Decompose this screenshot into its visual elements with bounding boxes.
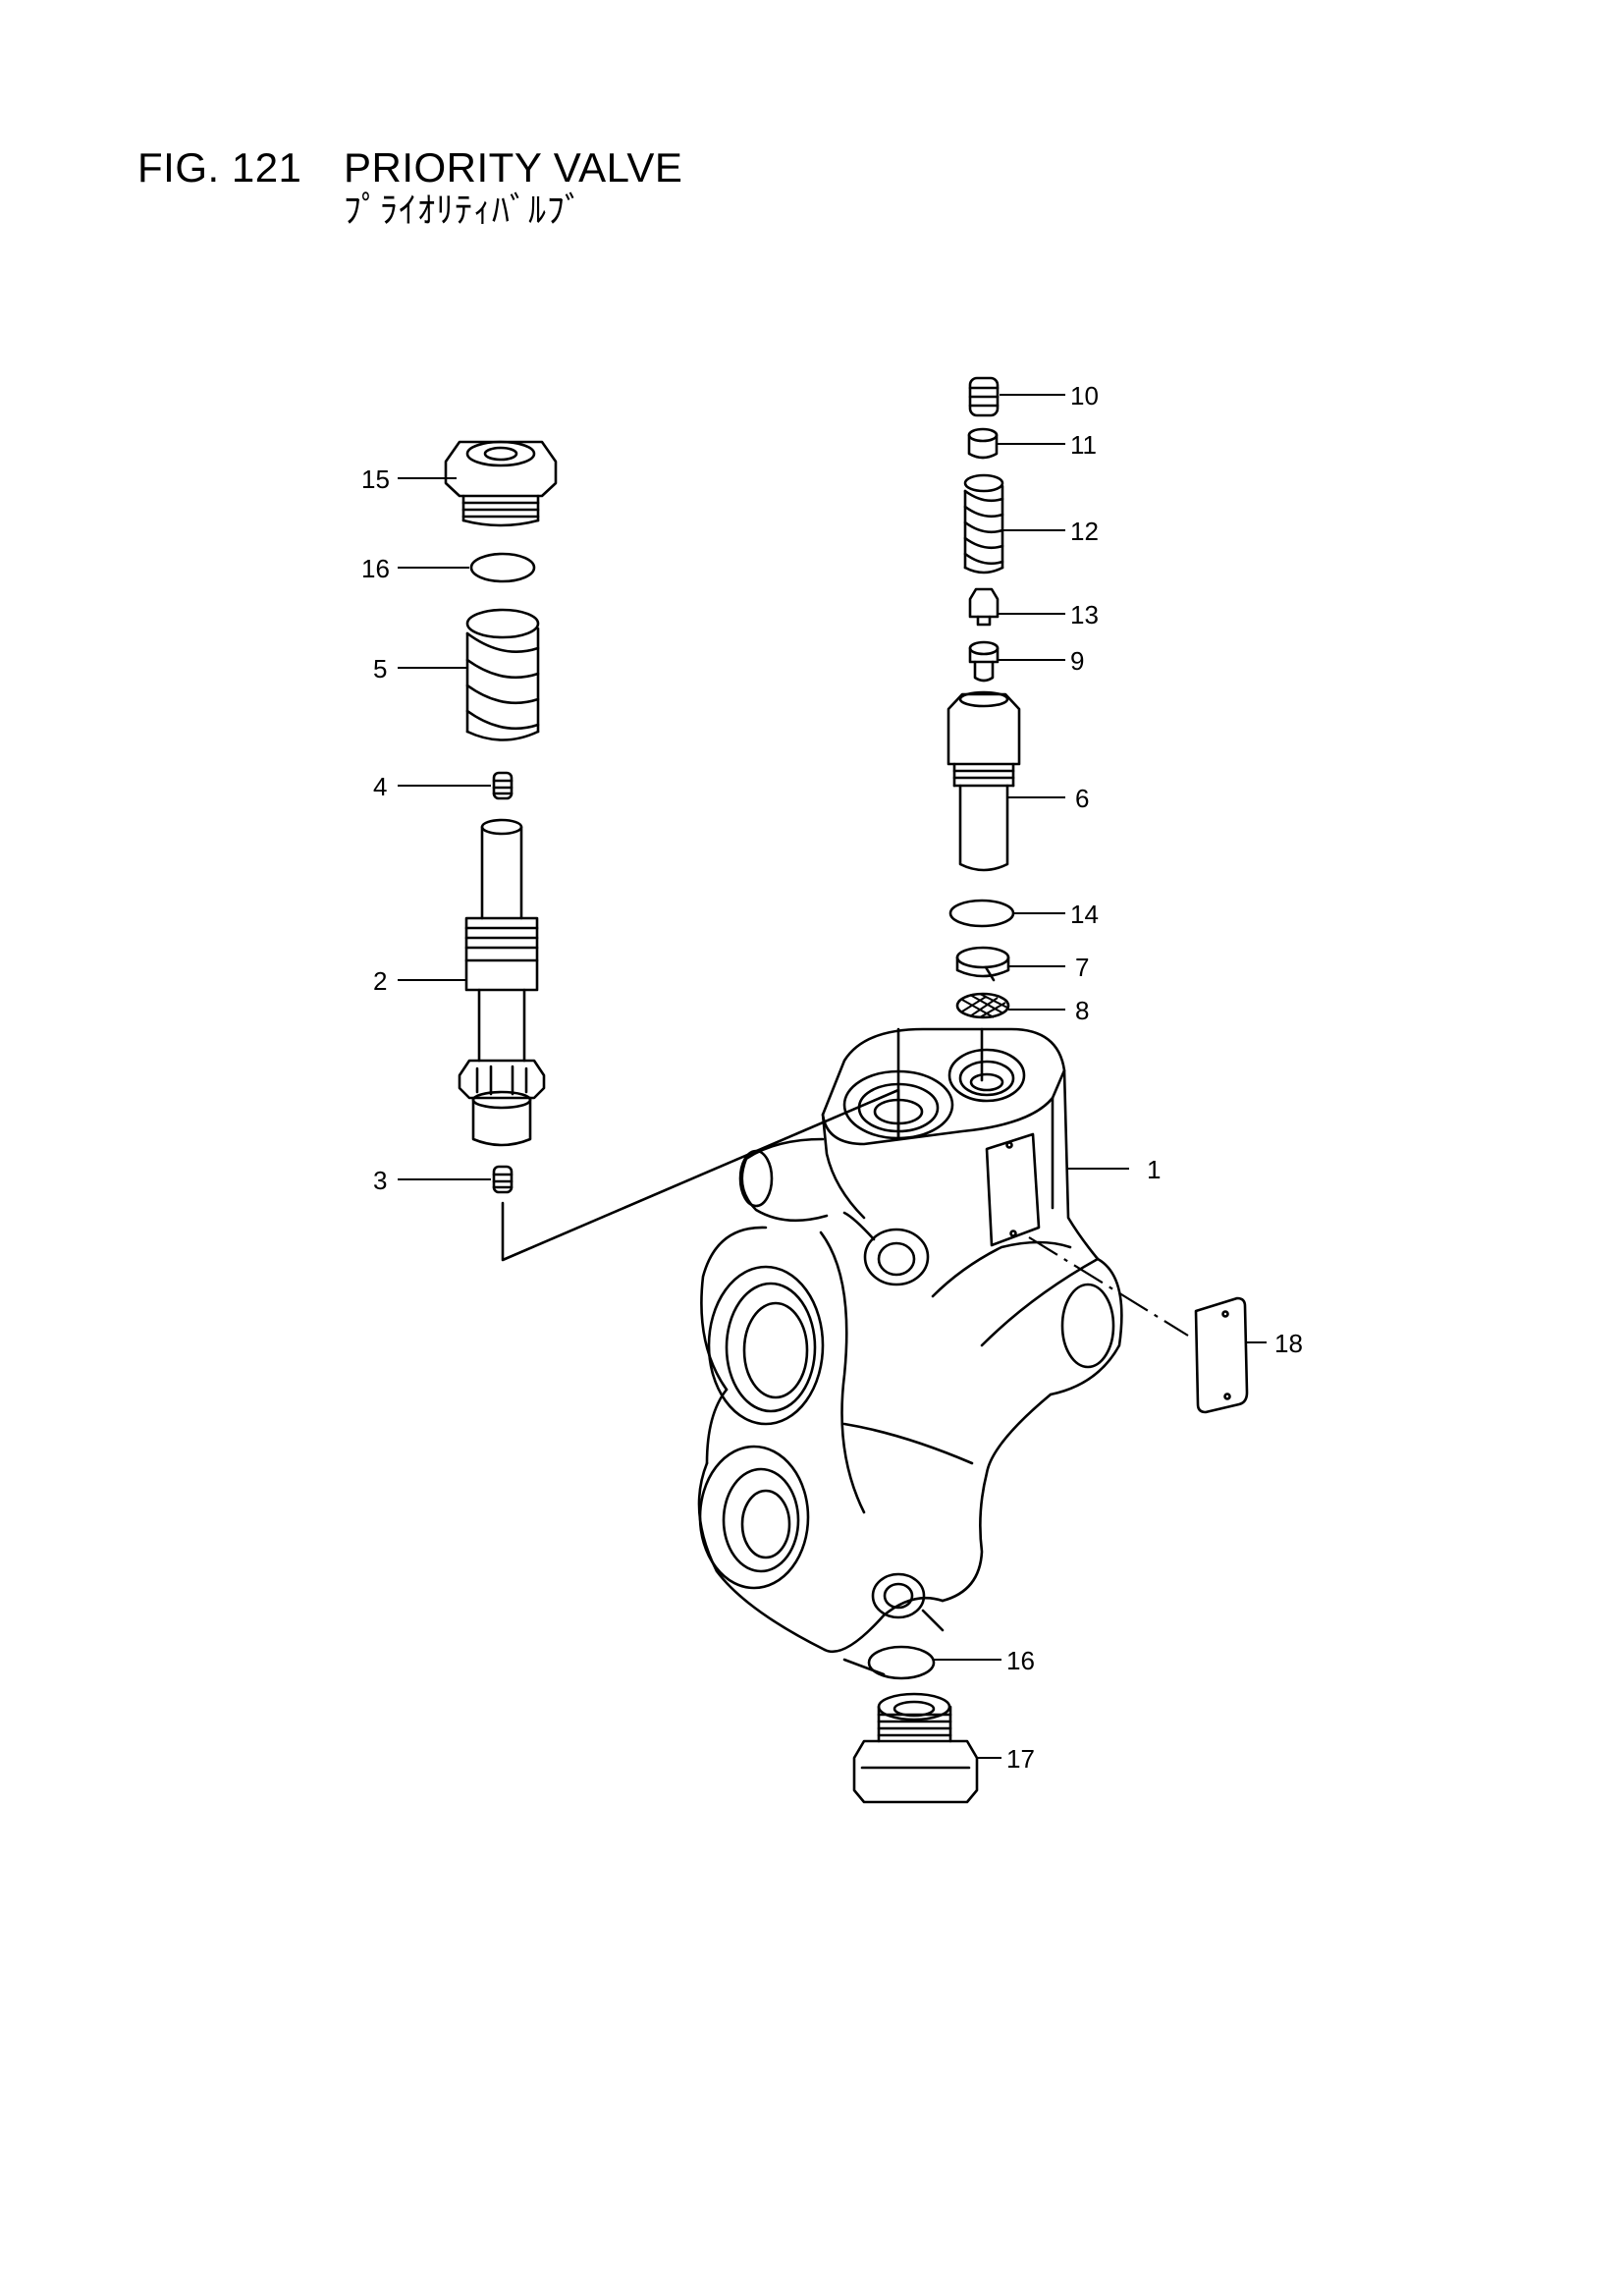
callout-16-upper: 16: [361, 554, 390, 583]
callout-13: 13: [1070, 600, 1099, 629]
part-9-seat: [968, 640, 1000, 683]
callout-7: 7: [1075, 953, 1089, 982]
part-13-poppet: [968, 587, 1000, 627]
part-2-spool: [458, 818, 546, 1147]
part-6-sleeve: [947, 690, 1021, 872]
callout-17: 17: [1006, 1744, 1035, 1774]
part-7-back-up-ring: [955, 946, 1010, 982]
callout-2: 2: [373, 966, 387, 996]
part-11-nut: [967, 427, 999, 460]
callout-11: 11: [1070, 430, 1097, 460]
part-4-set-screw: [492, 771, 514, 800]
part-16-o-ring-lower: [867, 1645, 936, 1680]
callout-16-lower: 16: [1006, 1646, 1035, 1675]
assembly-line-cover-chain: [1028, 1236, 1189, 1337]
part-16-o-ring-upper: [469, 552, 536, 583]
callout-5: 5: [373, 654, 387, 683]
part-1-valve-body: [697, 1027, 1123, 1676]
callout-10: 10: [1070, 381, 1099, 410]
figure-title: PRIORITY VALVE: [344, 144, 683, 191]
part-10-cap: [968, 376, 1000, 417]
part-12-spring: [963, 473, 1004, 574]
leader-lines: [398, 394, 1267, 1759]
callout-12: 12: [1070, 517, 1099, 546]
callout-18: 18: [1274, 1329, 1303, 1358]
figure-header: FIG. 121 PRIORITY VALVE: [137, 147, 682, 189]
part-8-filter: [955, 992, 1010, 1019]
callout-4: 4: [373, 772, 387, 801]
figure-subtitle-japanese: ﾌﾟﾗｲｵﾘﾃｨﾊﾞﾙﾌﾞ: [344, 191, 583, 231]
callout-14: 14: [1070, 900, 1099, 929]
callout-6: 6: [1075, 784, 1089, 813]
assembly-line-chain-left: [502, 1088, 899, 1262]
callout-3: 3: [373, 1166, 387, 1195]
part-18-cover: [1194, 1296, 1249, 1414]
part-14-o-ring: [948, 899, 1015, 928]
part-3-set-screw: [492, 1165, 514, 1194]
part-15-plug: [444, 440, 558, 527]
callout-15: 15: [361, 465, 390, 494]
callout-1: 1: [1147, 1155, 1161, 1184]
figure-number: FIG. 121: [137, 144, 302, 191]
part-17-plug: [852, 1692, 979, 1804]
callout-9: 9: [1070, 646, 1084, 676]
callout-8: 8: [1075, 996, 1089, 1025]
part-5-spring: [465, 608, 540, 741]
